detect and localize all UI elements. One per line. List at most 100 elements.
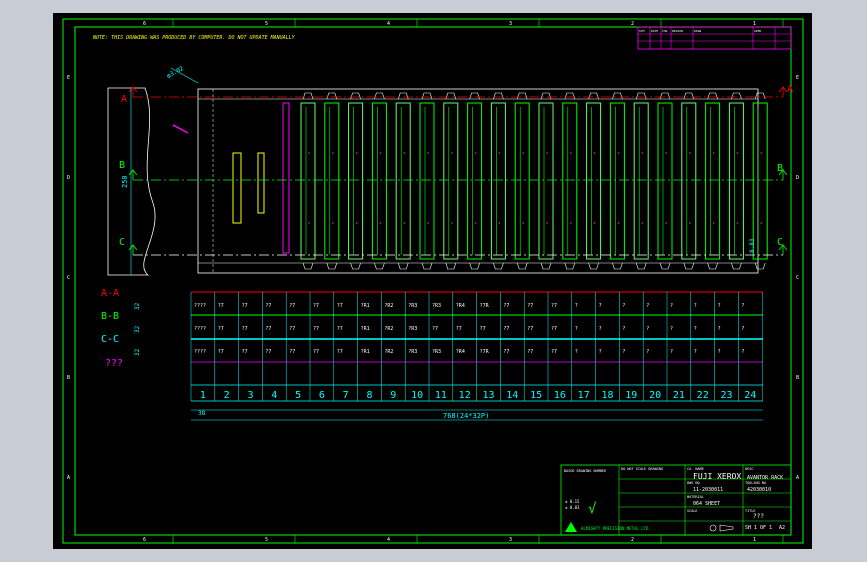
dim-height: 250 — [121, 175, 129, 188]
slot-number-20: 20 — [649, 390, 661, 401]
code-cell: ?7 — [265, 326, 271, 332]
card-1 — [300, 102, 316, 260]
zone-side-B: B — [67, 375, 70, 381]
card-20 — [752, 102, 768, 260]
card-9 — [490, 102, 506, 260]
table-spacing-3: 32 — [134, 348, 141, 356]
slot-number-16: 16 — [554, 390, 566, 401]
code-cell: ?7 — [242, 326, 248, 332]
code-cell: ?7 — [289, 303, 295, 309]
code-cell: ?R1 — [361, 303, 370, 309]
material-label: MATERIAL — [687, 495, 704, 499]
desc-value: AVANTOR RACK — [747, 475, 783, 481]
code-cell: ?7 — [265, 303, 271, 309]
code-cell: ?7 — [527, 349, 533, 355]
dim-top-diameter: φ3.02 — [166, 65, 186, 80]
tolerance-2: ± 0.03 — [565, 505, 580, 510]
slot-number-15: 15 — [530, 390, 542, 401]
main-view: A A B B C C φ3.02 250 8.83 — [107, 65, 793, 276]
code-cell: ? — [622, 349, 625, 355]
code-cell: ?7 — [313, 349, 319, 355]
title-value: ??? — [753, 513, 764, 520]
code-cell: ?R3 — [408, 349, 417, 355]
slot-number-22: 22 — [697, 390, 709, 401]
code-cell: ? — [599, 349, 602, 355]
code-cell: ?R2 — [384, 326, 393, 332]
slot-number-8: 8 — [366, 390, 372, 401]
rev-header-1: DATE — [651, 29, 658, 33]
code-cell: ?7 — [242, 303, 248, 309]
code-cell: ?7 — [218, 326, 224, 332]
rev-header-0: SYM — [639, 29, 645, 33]
slot-number-6: 6 — [319, 390, 325, 401]
card-18 — [705, 102, 721, 260]
slot-number-18: 18 — [601, 390, 613, 401]
section-label-b-left: B — [119, 160, 125, 171]
based-drawing-label: BASED DRAWING NUMBER — [564, 469, 607, 473]
code-cell: ?R3 — [408, 303, 417, 309]
slot-number-12: 12 — [459, 390, 471, 401]
code-cell: ? — [575, 303, 578, 309]
dim-first-slot: 38 — [198, 410, 206, 417]
section-label-b-right: B — [777, 163, 783, 174]
zone-side-A: A — [67, 475, 70, 481]
rev-header-2: CHG — [662, 29, 668, 33]
code-cell: ?7 — [503, 349, 509, 355]
scale-label: SCALE — [687, 509, 698, 513]
code-cell: ?7 — [218, 349, 224, 355]
zone-top-1: 1 — [753, 21, 756, 27]
code-cell: ?7 — [551, 326, 557, 332]
code-cell: ?7 — [503, 326, 509, 332]
zone-top-6: 6 — [143, 537, 146, 543]
slot-number-10: 10 — [411, 390, 423, 401]
code-cell: ?R3 — [432, 349, 441, 355]
zone-side-D: D — [796, 175, 799, 181]
slot-number-23: 23 — [720, 390, 732, 401]
code-cell: ???? — [194, 326, 206, 332]
code-cell: ?R4 — [456, 349, 465, 355]
card-10 — [514, 102, 530, 260]
code-cell: ?7R — [480, 303, 490, 309]
hatch-block-3 — [282, 102, 290, 254]
tolerance-1: ± 0.15 — [565, 499, 580, 504]
card-14 — [609, 102, 625, 260]
desc-label: DESC — [745, 467, 753, 471]
table-label-bb: B-B — [101, 311, 119, 322]
zone-top-3: 3 — [509, 537, 512, 543]
slot-number-21: 21 — [673, 390, 685, 401]
card-4 — [371, 102, 387, 260]
code-cell: ?7 — [218, 303, 224, 309]
code-cell: ?7 — [337, 349, 343, 355]
rev-header-5: APPR — [754, 29, 761, 33]
card-17 — [681, 102, 697, 260]
drawing-note: NOTE: THIS DRAWING WAS PRODUCED BY COMPU… — [92, 35, 296, 41]
slot-number-7: 7 — [343, 390, 349, 401]
zone-top-4: 4 — [387, 537, 390, 543]
section-table: A-A B-B C-C ??? 32 32 32 ?????7?7?7?7?7?… — [101, 288, 763, 421]
slot-number-5: 5 — [295, 390, 301, 401]
sheet-no: SH 1 OF 1 — [745, 525, 772, 531]
card-slots — [300, 92, 768, 270]
zone-side-E: E — [796, 75, 799, 81]
zone-top-2: 2 — [631, 21, 634, 27]
code-cell: ? — [575, 326, 578, 332]
code-cell: ?R1 — [361, 349, 370, 355]
code-cell: ? — [741, 326, 744, 332]
tooling-value: 42030010 — [747, 487, 771, 493]
code-cell: ?7 — [551, 349, 557, 355]
company-label: CO. NAME — [687, 467, 704, 471]
drawing-no-value: 11-2030011 — [693, 487, 723, 493]
card-6 — [419, 102, 435, 260]
code-cell: ? — [670, 349, 673, 355]
card-16 — [657, 102, 673, 260]
code-cell: ? — [646, 349, 649, 355]
code-cell: ? — [694, 303, 697, 309]
code-cell: ? — [741, 303, 744, 309]
code-cell: ?7 — [456, 326, 462, 332]
card-7 — [443, 102, 459, 260]
code-cell: ?7 — [527, 326, 533, 332]
code-cell: ?7 — [551, 303, 557, 309]
code-cell: ? — [718, 326, 721, 332]
